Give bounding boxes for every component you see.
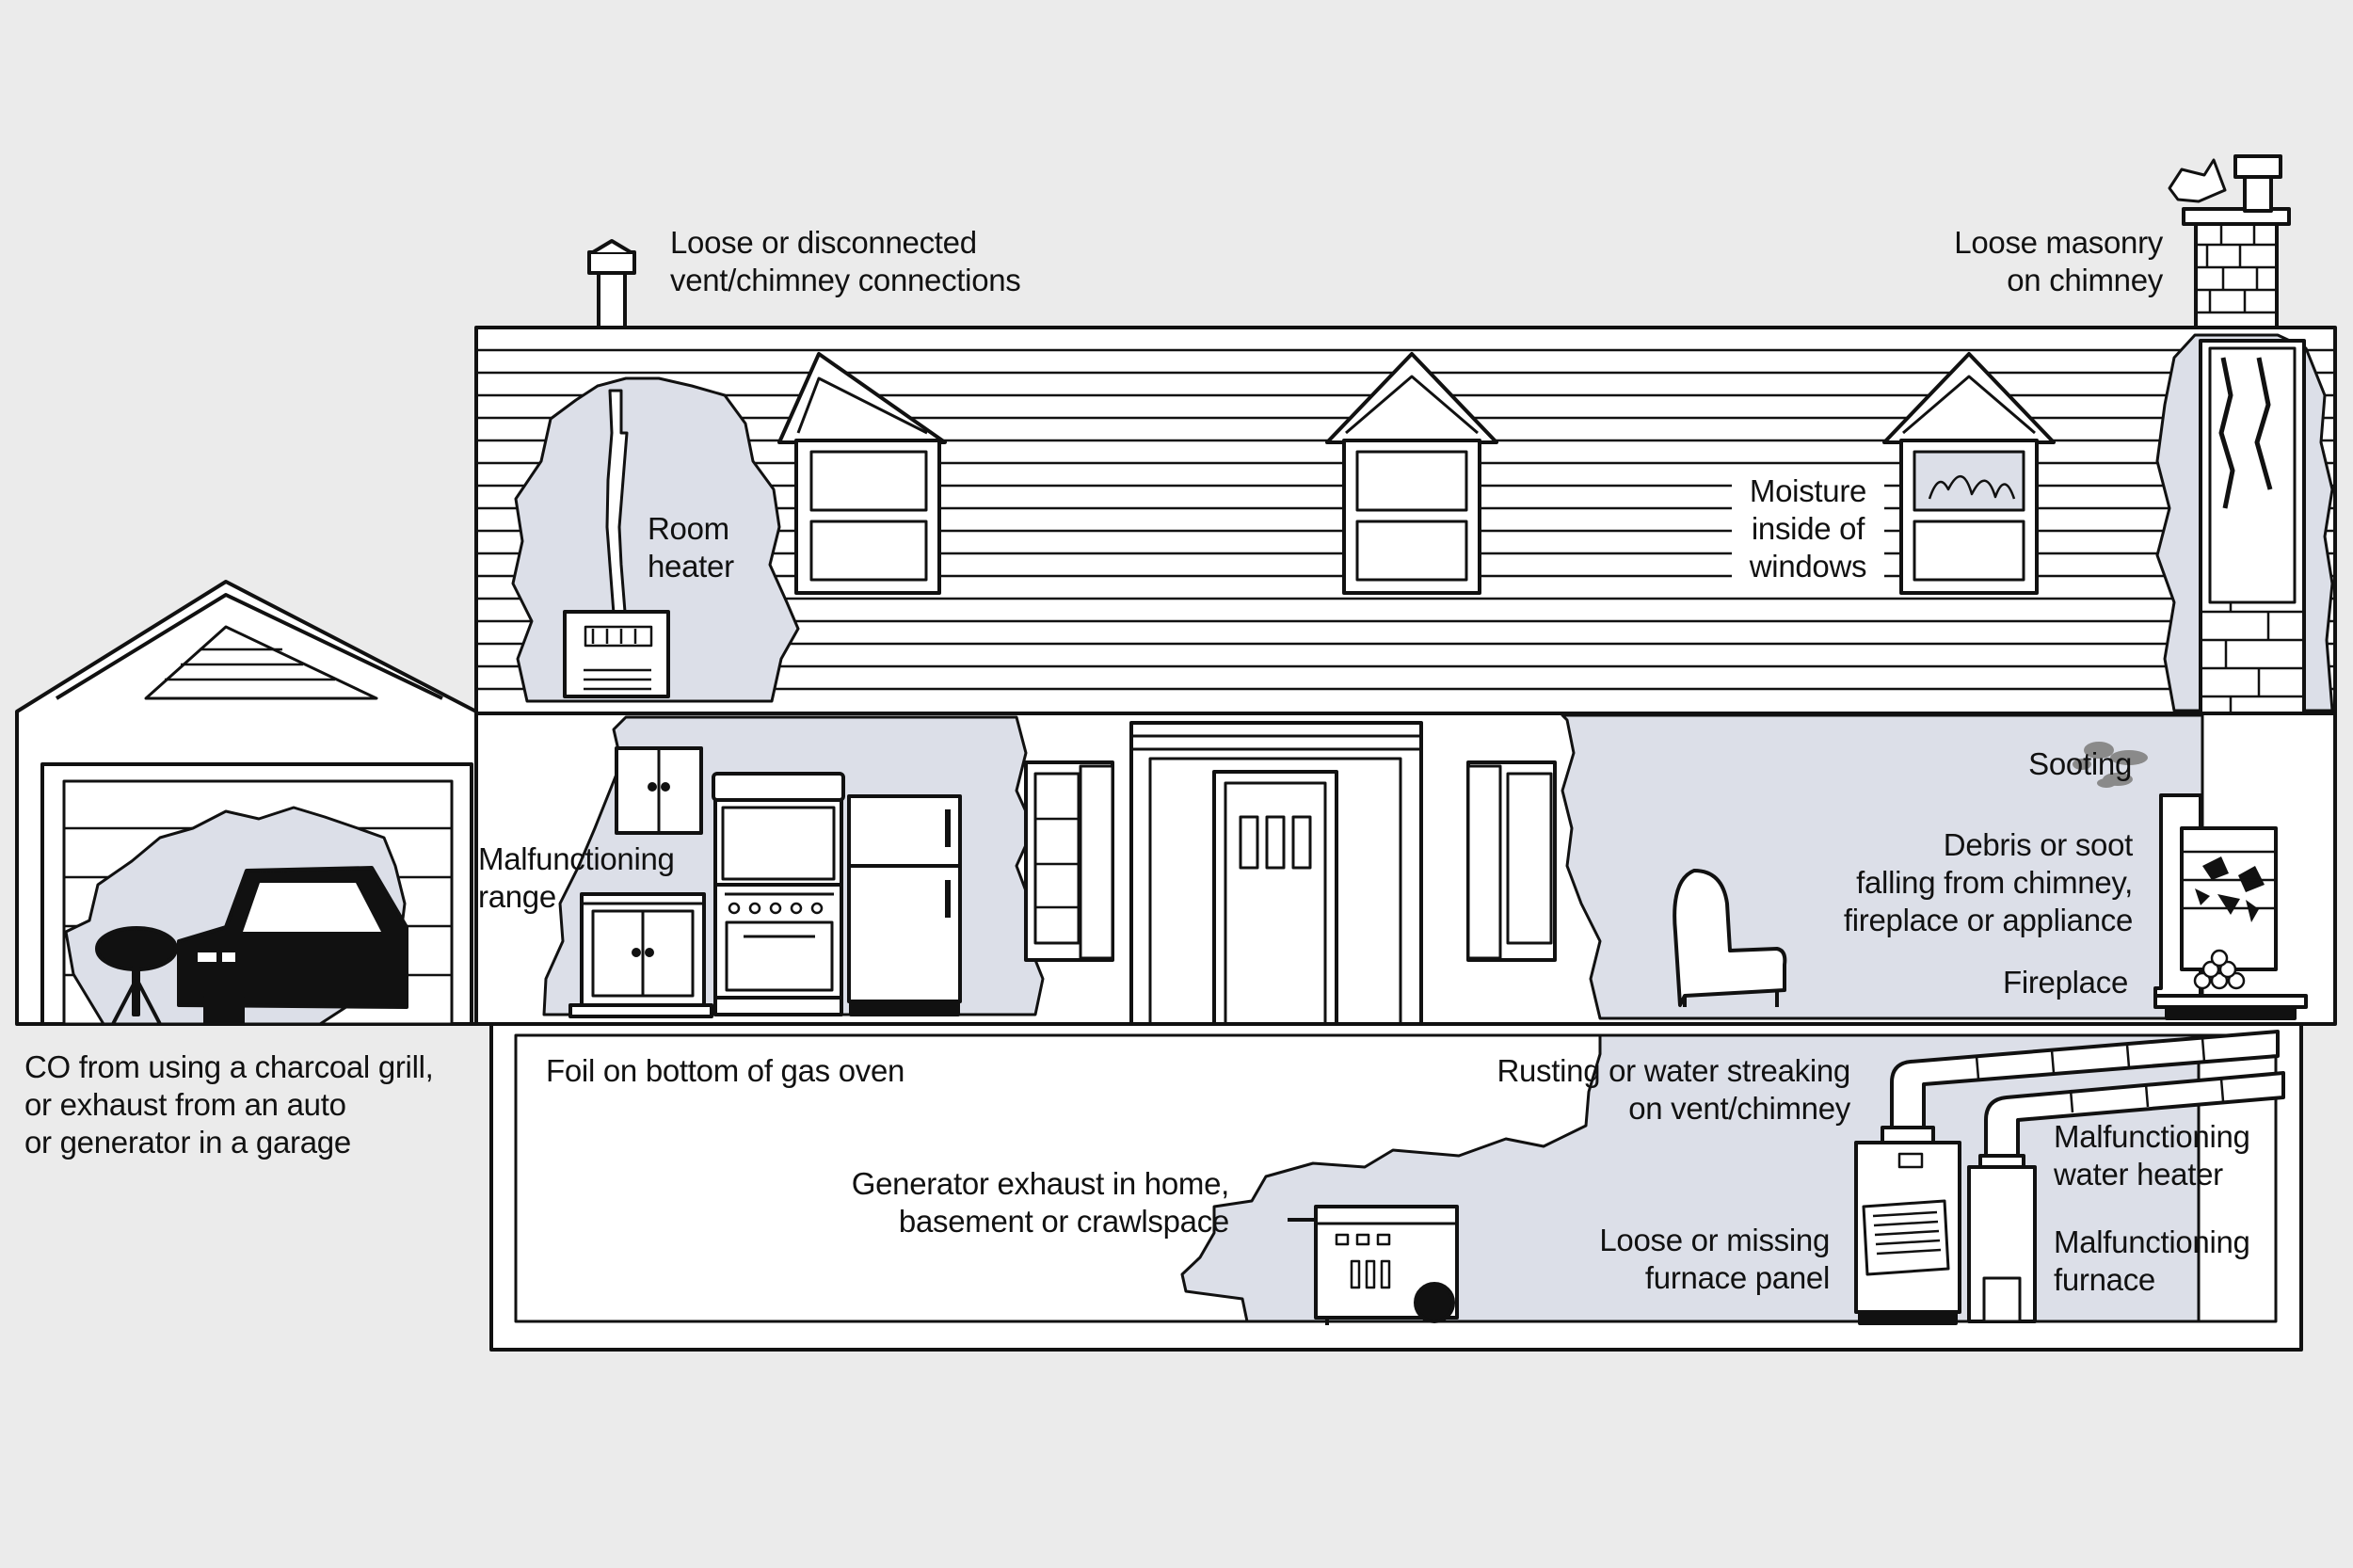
furnace	[1854, 1126, 1961, 1325]
label-fireplace: Fireplace	[2003, 964, 2128, 1001]
label-line: vent/chimney connections	[670, 263, 1021, 297]
chimney	[2168, 154, 2291, 331]
label-line: or generator in a garage	[24, 1125, 351, 1160]
label-line: range	[478, 879, 556, 914]
label-generator-exhaust: Generator exhaust in home, basement or c…	[851, 1165, 1230, 1240]
label-line: windows	[1749, 549, 1867, 584]
label-debris-soot: Debris or soot falling from chimney, fir…	[1844, 826, 2133, 939]
label-line: Malfunctioning	[478, 841, 675, 876]
loose-brick	[2168, 158, 2227, 203]
label-garage-co: CO from using a charcoal grill, or exhau…	[24, 1048, 434, 1161]
label-line: Loose or missing	[1599, 1223, 1830, 1257]
label-line: Fireplace	[2002, 965, 2128, 1000]
label-line: Loose or disconnected	[670, 225, 977, 260]
label-line: Rusting or water streaking	[1497, 1053, 1850, 1088]
label-line: heater	[648, 549, 734, 584]
label-foil-oven: Foil on bottom of gas oven	[546, 1052, 904, 1090]
label-furnace: Malfunctioning furnace	[2054, 1224, 2250, 1299]
label-line: CO from using a charcoal grill,	[24, 1049, 434, 1084]
label-line: water heater	[2054, 1157, 2223, 1192]
label-line: Foil on bottom of gas oven	[546, 1053, 905, 1088]
fireplace-unit	[2153, 793, 2308, 1020]
front-door	[1129, 721, 1423, 1026]
label-line: Generator exhaust in home,	[851, 1166, 1230, 1201]
living-room-cutaway	[1561, 713, 2308, 1020]
garage-vent-slats	[165, 648, 335, 681]
label-line: Sooting	[2028, 746, 2132, 781]
room-heater-cutaway	[511, 376, 800, 703]
label-line: Loose masonry	[1954, 225, 2163, 260]
refrigerator	[847, 794, 962, 1016]
label-line: on chimney	[2007, 263, 2163, 297]
label-moisture-windows: Moisture inside of windows	[1732, 472, 1884, 585]
right-window-main	[1466, 760, 1557, 962]
label-room-heater: Room heater	[648, 510, 734, 585]
label-furnace-panel: Loose or missing furnace panel	[1599, 1222, 1830, 1297]
water-heater	[1967, 1154, 2037, 1323]
label-line: on vent/chimney	[1628, 1091, 1850, 1126]
charcoal-grill	[95, 926, 178, 1025]
roof-vent	[587, 239, 636, 329]
window-condensation	[1928, 475, 2016, 500]
dormer-right	[1882, 352, 2056, 595]
label-line: basement or crawlspace	[898, 1204, 1229, 1239]
label-loose-masonry: Loose masonry on chimney	[1954, 224, 2163, 299]
label-vent-chimney-connections: Loose or disconnected vent/chimney conne…	[670, 224, 1021, 299]
vent-ducts	[1890, 1030, 2285, 1160]
label-line: inside of	[1751, 511, 1865, 546]
car	[177, 866, 408, 1026]
label-rusting-streaking: Rusting or water streaking on vent/chimn…	[1497, 1052, 1850, 1128]
label-line: Malfunctioning	[2054, 1119, 2250, 1154]
label-line: Malfunctioning	[2054, 1224, 2250, 1259]
left-window-main	[1024, 760, 1114, 962]
label-malfunctioning-range: Malfunctioning range	[478, 840, 675, 916]
label-line: furnace	[2054, 1262, 2155, 1297]
label-line: Moisture	[1749, 473, 1867, 508]
label-line: furnace panel	[1644, 1260, 1830, 1295]
label-line: Room	[648, 511, 729, 546]
label-line: falling from chimney,	[1856, 865, 2133, 900]
soot-marks	[2073, 742, 2148, 788]
loose-furnace-panel	[1862, 1199, 1950, 1276]
dormer-left	[777, 352, 947, 595]
label-line: or exhaust from an auto	[24, 1087, 346, 1122]
dormer-middle	[1325, 352, 1498, 595]
label-sooting: Sooting	[2028, 745, 2132, 783]
label-water-heater: Malfunctioning water heater	[2054, 1118, 2250, 1193]
portable-generator	[1288, 1205, 1459, 1325]
garage	[15, 580, 478, 1026]
label-line: Debris or soot	[1943, 827, 2134, 862]
fireplace-logs	[2193, 949, 2246, 990]
heater-vent-pipe	[605, 389, 629, 616]
armchair	[1673, 869, 1787, 1007]
label-line: fireplace or appliance	[1843, 903, 2133, 937]
gas-range	[712, 772, 845, 1016]
